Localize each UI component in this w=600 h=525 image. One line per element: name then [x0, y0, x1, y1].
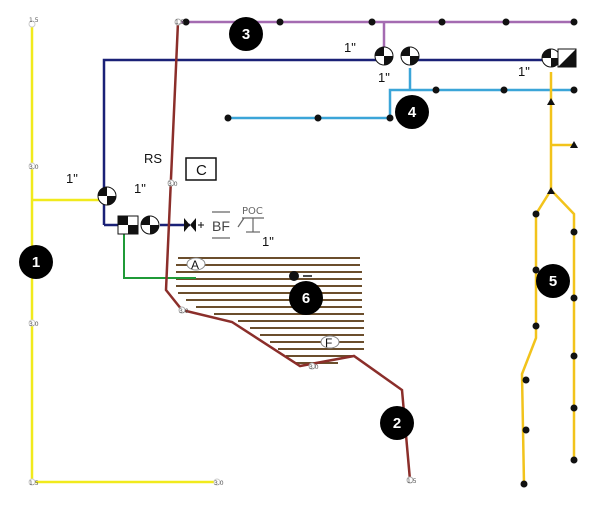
zone-badge-6: 6	[289, 281, 323, 315]
valve-zone-3	[374, 46, 394, 66]
rotor-head-icon	[289, 271, 312, 281]
pipe-size-label: 1"	[518, 64, 530, 79]
sprinkler-head	[368, 18, 376, 26]
zone-2-nodes	[167, 18, 414, 484]
zone-1-nodes	[28, 20, 221, 486]
gate-valve-icon	[184, 218, 204, 232]
poc-label: POC	[242, 206, 263, 217]
svg-text:2: 2	[393, 415, 401, 432]
zone-5-nodes	[520, 98, 578, 488]
zone-badge-2: 2	[380, 406, 414, 440]
manifold-block-icon	[117, 215, 139, 235]
sprinkler-head	[28, 319, 36, 327]
point-label-left-upper: 3.0	[29, 164, 39, 171]
valve-zone-5	[541, 48, 561, 68]
sprinkler-head	[167, 179, 175, 187]
sprinkler-head	[502, 18, 510, 26]
sprinkler-head	[522, 376, 530, 384]
pipe-size-label: 1"	[134, 181, 146, 196]
point-of-connection-icon	[237, 217, 264, 233]
drip-marker-a: A	[186, 257, 206, 272]
point-label-brown-top: 1.5	[175, 19, 185, 26]
supply-line	[123, 232, 196, 279]
sprinkler-head	[500, 86, 508, 94]
sprinkler-head	[432, 86, 440, 94]
svg-text:3: 3	[242, 26, 250, 43]
zone-2-lateral	[164, 21, 412, 481]
zone-4-lateral	[226, 68, 576, 120]
sprinkler-head	[174, 18, 182, 26]
sprinkler-head	[28, 162, 36, 170]
sprinkler-head	[520, 480, 528, 488]
pipe-size-label: 1"	[378, 70, 390, 85]
sprinkler-head	[532, 322, 540, 330]
sprinkler-head	[438, 18, 446, 26]
backflow-preventer-icon	[212, 211, 230, 239]
point-label-left-lower: 3.0	[29, 321, 39, 328]
sprinkler-head	[570, 18, 578, 26]
sprinkler-head	[570, 86, 578, 94]
controller-icon	[185, 157, 217, 181]
sprinkler-head	[570, 456, 578, 464]
sprinkler-head	[570, 404, 578, 412]
spray-head-icon	[570, 141, 578, 148]
svg-text:4: 4	[408, 104, 417, 121]
bf-label: BF	[212, 218, 230, 234]
svg-text:6: 6	[302, 290, 310, 307]
sprinkler-head	[570, 352, 578, 360]
drip-marker-f: F	[320, 335, 340, 350]
svg-text:F: F	[325, 336, 332, 350]
zone-badge-1: 1	[19, 245, 53, 279]
controller-label: C	[196, 162, 207, 179]
zone-3-nodes	[182, 18, 578, 26]
sprinkler-head	[224, 114, 232, 122]
sprinkler-head	[28, 478, 36, 486]
point-label-bottom-mid: 3.0	[214, 480, 224, 487]
sprinkler-head	[28, 20, 36, 28]
zone-5-lateral	[520, 72, 576, 485]
svg-text:A: A	[191, 258, 199, 272]
point-label-brown-low: 3.0	[309, 364, 319, 371]
pipe-size-label: 1"	[66, 171, 78, 186]
point-label-brown-end: 1.5	[407, 478, 417, 485]
sprinkler-head	[178, 306, 186, 314]
sprinkler-head	[570, 294, 578, 302]
sprinkler-head	[182, 18, 190, 26]
point-label-brown-mid: 3.0	[179, 308, 189, 315]
zone-badge-3: 3	[229, 17, 263, 51]
pipe-size-label: 1"	[344, 40, 356, 55]
valve-zone-2	[140, 215, 160, 235]
sprinkler-head	[522, 426, 530, 434]
valve-zone-1	[97, 186, 117, 206]
sprinkler-head	[308, 362, 316, 370]
spray-head-icon	[547, 98, 555, 105]
drip-zone-hatch	[176, 257, 364, 364]
point-label-brown-upper: 3.0	[168, 181, 178, 188]
sprinkler-head	[213, 478, 221, 486]
point-label-top-left: 1.5	[29, 17, 39, 24]
pipe-size-label: 1"	[262, 234, 274, 249]
sprinkler-head	[276, 18, 284, 26]
sprinkler-head	[532, 210, 540, 218]
sprinkler-head	[406, 476, 414, 484]
sprinkler-head	[386, 114, 394, 122]
spray-head-icon	[547, 187, 555, 194]
zone-badge-5: 5	[536, 264, 570, 298]
sprinkler-head	[314, 114, 322, 122]
sprinkler-head	[570, 228, 578, 236]
svg-text:5: 5	[549, 273, 557, 290]
sprinkler-head	[532, 266, 540, 274]
zone-4-nodes	[224, 86, 578, 122]
point-label-bottom-left: 1.5	[29, 480, 39, 487]
valve-zone-4	[400, 46, 420, 66]
svg-text:1: 1	[32, 254, 40, 271]
zone-badge-4: 4	[395, 95, 429, 129]
zone-valves	[97, 46, 577, 235]
rs-label: RS	[144, 151, 162, 166]
square-valve-icon	[557, 48, 577, 68]
